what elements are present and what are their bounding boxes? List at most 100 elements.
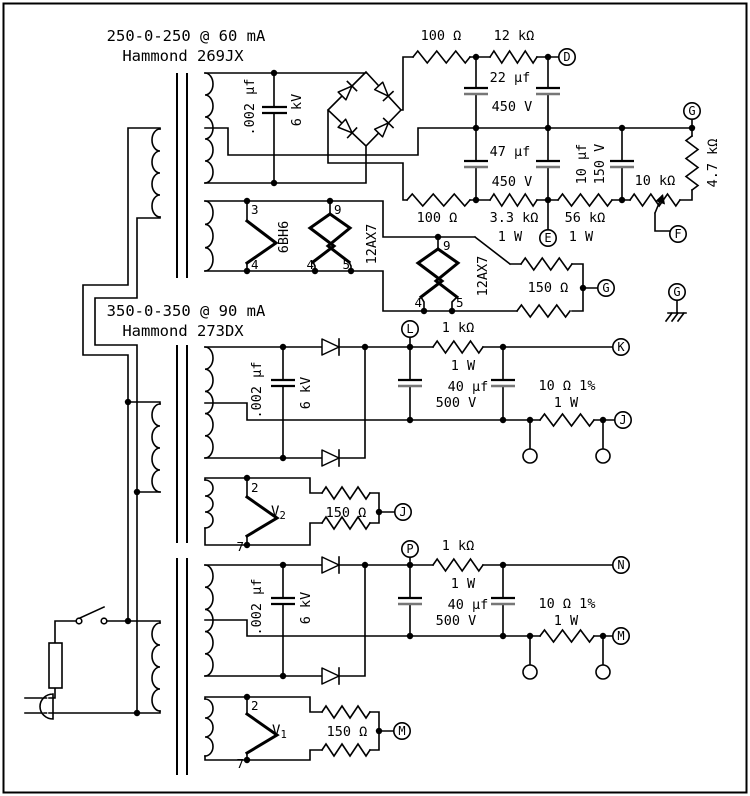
resistor-150-v1-bottom xyxy=(320,742,372,758)
test-point xyxy=(522,664,538,680)
terminal-L: L xyxy=(400,319,419,338)
title-t2-model: Hammond 273DX xyxy=(122,322,244,340)
resistor-100ohm-top xyxy=(411,49,472,65)
terminal-label: P xyxy=(406,542,413,556)
junction-dot xyxy=(375,508,383,516)
junction-dot xyxy=(243,756,251,764)
label-linecap-rating: 6 kV xyxy=(298,377,314,410)
switch-contact-icon xyxy=(75,617,83,625)
pin-label: 9 xyxy=(334,202,342,217)
junction-dot xyxy=(599,632,607,640)
junction-dots xyxy=(124,53,696,764)
diode-icon xyxy=(321,338,340,356)
terminal-K: K xyxy=(611,337,630,356)
ac-plug-icon xyxy=(39,693,54,720)
terminal-P: P xyxy=(400,539,419,558)
terminal-F: F xyxy=(668,225,687,244)
resistor-3k3 xyxy=(488,192,539,208)
terminal-D: D xyxy=(557,47,576,66)
junction-dot xyxy=(133,709,141,717)
resistor-4k7 xyxy=(684,134,700,192)
winding-primary-top xyxy=(151,128,161,218)
junction-dot xyxy=(472,124,480,132)
label-linecap-value: .002 µf xyxy=(249,579,265,636)
junction-dot xyxy=(406,416,414,424)
v1-base: V xyxy=(272,723,281,739)
diode-icon xyxy=(373,81,395,102)
terminal-label: K xyxy=(617,340,625,354)
resistor-150-v2-bottom xyxy=(320,515,372,531)
junction-dot xyxy=(347,267,355,275)
label-pot-10k: 10 kΩ xyxy=(635,173,676,189)
junction-dot xyxy=(499,632,507,640)
pin-label: 7 xyxy=(236,756,244,771)
junction-dot xyxy=(243,693,251,701)
junction-dot xyxy=(270,69,278,77)
label-r150-v2: 150 Ω xyxy=(326,505,367,521)
winding-primary-middle xyxy=(151,403,161,493)
diode-icon xyxy=(321,556,340,574)
resistor-10ohm-bottom xyxy=(538,628,596,644)
terminal-label: N xyxy=(617,558,624,572)
label-c22: 22 µf xyxy=(490,70,531,86)
v2-sub: 2 xyxy=(279,510,285,522)
terminal-label: M xyxy=(398,724,405,738)
pin-label: 4 xyxy=(414,295,422,310)
label-tube-6bh6: 6BH6 xyxy=(276,221,292,254)
label-c10-voltage: 150 V xyxy=(592,144,608,185)
potentiometer-10k xyxy=(628,192,682,208)
terminal-label: G xyxy=(673,285,680,299)
junction-dot xyxy=(243,197,251,205)
terminal-label: M xyxy=(617,629,624,643)
terminal-label: F xyxy=(674,227,681,241)
pin-label: 4 xyxy=(251,257,259,272)
junction-dot xyxy=(311,267,319,275)
winding-heater-v2 xyxy=(204,479,214,529)
terminal-label: L xyxy=(406,322,413,336)
diode-icon xyxy=(373,117,395,138)
resistor-1k-middle xyxy=(431,339,485,355)
label-c40-middle-voltage: 500 V xyxy=(436,395,477,411)
junction-dot xyxy=(499,343,507,351)
test-point xyxy=(595,448,611,464)
capacitor-plates xyxy=(262,86,634,606)
resistor-150-heater-bottom xyxy=(515,303,572,319)
resistor-12k xyxy=(488,49,539,65)
wire-ac-primaries xyxy=(24,127,161,714)
resistor-100ohm-bottom xyxy=(405,192,472,208)
junction-dot xyxy=(544,53,552,61)
terminal-M-left: M xyxy=(392,721,411,740)
label-c22-voltage: 450 V xyxy=(492,99,533,115)
title-t1-model: Hammond 269JX xyxy=(122,47,244,65)
heater-element-12ax7-2 xyxy=(415,246,461,300)
junction-dot xyxy=(326,197,334,205)
chassis-ground-icon xyxy=(664,299,687,323)
wire-bias-section xyxy=(204,56,693,232)
pin-label: 3 xyxy=(251,202,259,217)
wire-bottom-supply xyxy=(204,556,614,761)
junction-dot xyxy=(618,124,626,132)
junction-dot xyxy=(526,632,534,640)
diode-icon xyxy=(321,667,340,685)
label-r56k-wattage: 1 W xyxy=(569,229,594,245)
resistor-10ohm-middle xyxy=(538,412,596,428)
junction-dot xyxy=(420,307,428,315)
label-r3k3-wattage: 1 W xyxy=(498,229,523,245)
diode-icon xyxy=(337,80,358,101)
label-linecap-value: .002 µf xyxy=(242,79,258,136)
label-r12k: 12 kΩ xyxy=(494,28,535,44)
junction-dot xyxy=(243,267,251,275)
junction-dot xyxy=(279,561,287,569)
junction-dot xyxy=(279,672,287,680)
label-c40-middle: 40 µf xyxy=(448,379,489,395)
terminal-M: M xyxy=(611,626,630,645)
resistor-150-heater-top xyxy=(519,256,574,272)
label-v1: V1 xyxy=(272,723,287,741)
junction-dot xyxy=(599,416,607,424)
junction-dot xyxy=(375,727,383,735)
label-r1k-middle: 1 kΩ xyxy=(442,320,475,336)
terminal-G-heater: G xyxy=(596,278,615,297)
junction-dot xyxy=(406,632,414,640)
test-point xyxy=(595,664,611,680)
